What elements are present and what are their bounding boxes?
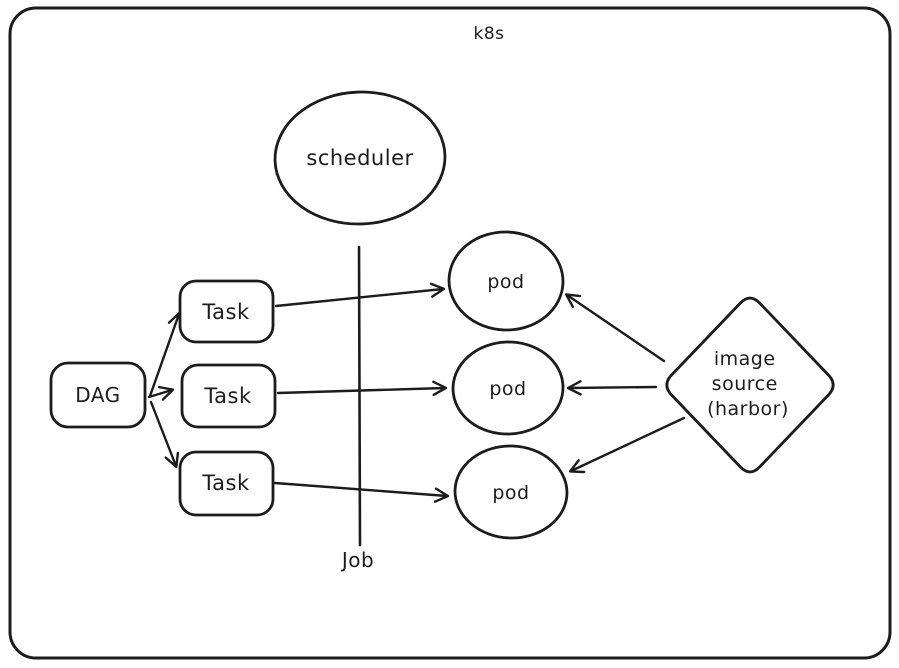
node-scheduler[interactable]: scheduler [273,89,448,227]
k8s-boundary-frame[interactable] [8,6,892,660]
pod2-ellipse[interactable] [451,340,565,436]
task2-label: Task [203,384,252,408]
task3-label: Task [201,471,250,495]
dag-label: DAG [75,383,120,407]
pod3-label: pod [492,482,529,504]
node-pod1[interactable]: pod [447,230,565,332]
node-task2[interactable]: Task [180,363,277,429]
image-source-diamond[interactable] [665,296,835,474]
job-divider-line[interactable] [357,245,362,547]
scheduler-ellipse[interactable] [273,89,448,227]
image-source-label-line2: source [712,373,778,395]
k8s-label: k8s [473,24,504,44]
task2-box[interactable] [180,363,277,429]
node-task1[interactable]: Task [178,279,275,344]
edge-dag-task3 [149,400,180,469]
edge-task2-pod2 [276,380,448,397]
edge-imagesource-pod2 [566,380,658,396]
dag-box[interactable] [49,361,147,429]
node-pod2[interactable]: pod [451,340,565,436]
task3-box[interactable] [178,450,275,517]
scheduler-label: scheduler [306,146,413,170]
node-task3[interactable]: Task [178,450,275,517]
task1-label: Task [201,300,250,324]
pod3-ellipse[interactable] [453,444,569,540]
edge-dag-task1 [148,311,183,398]
node-image-source[interactable]: image source (harbor) [665,296,835,474]
pod1-label: pod [487,271,524,293]
job-label: Job [340,548,374,572]
svg-text:image source (: image source (harbor) [707,348,789,420]
node-dag[interactable]: DAG [49,361,147,429]
image-source-label-line3: (harbor) [707,398,789,420]
edge-imagesource-pod1 [564,293,666,363]
task1-box[interactable] [178,279,275,344]
pod1-ellipse[interactable] [447,230,565,332]
pod2-label: pod [489,378,526,400]
node-pod3[interactable]: pod [453,444,569,540]
image-source-label-line1: image [714,348,776,370]
edge-dag-task2 [147,385,175,401]
edge-imagesource-pod3 [568,416,686,474]
